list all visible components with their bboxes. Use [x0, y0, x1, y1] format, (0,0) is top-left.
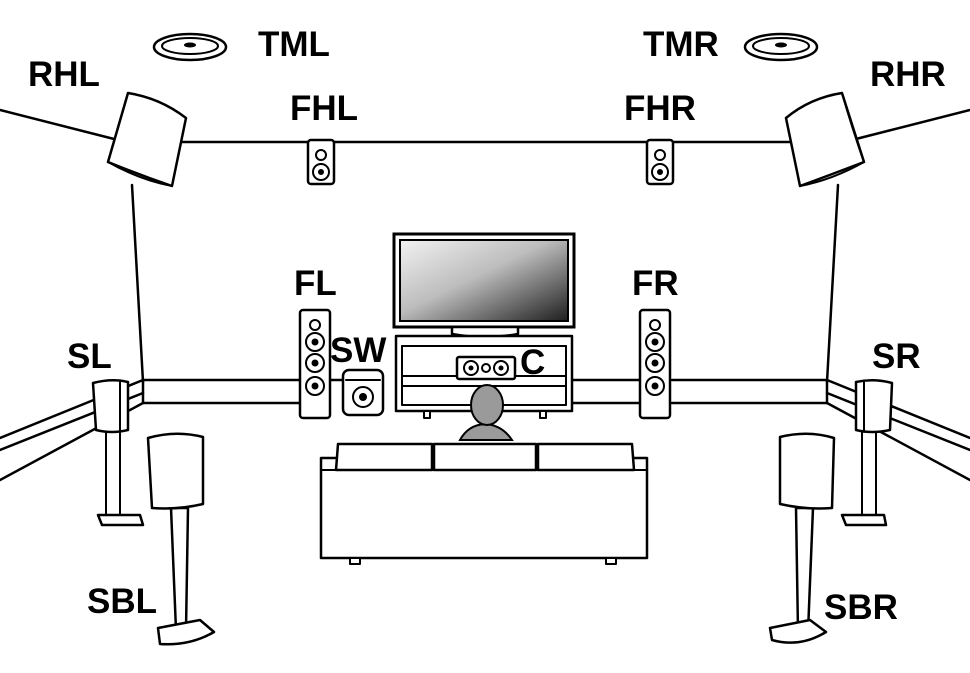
label-sw: SW	[330, 331, 386, 370]
label-sbl: SBL	[87, 582, 157, 621]
speaker-sl	[91, 379, 145, 527]
listener-person	[458, 384, 514, 441]
label-rhr: RHR	[870, 55, 946, 94]
label-fhr: FHR	[624, 89, 696, 128]
label-sbr: SBR	[824, 588, 898, 627]
label-fl: FL	[294, 264, 337, 303]
speaker-fl	[298, 308, 332, 420]
speaker-sbl	[146, 432, 216, 646]
speaker-fr	[638, 308, 672, 420]
speaker-sw	[341, 368, 385, 417]
speaker-fhr	[645, 138, 675, 186]
speaker-c	[455, 355, 517, 381]
label-c: C	[520, 343, 545, 382]
television	[392, 232, 576, 339]
speaker-tml	[152, 32, 228, 62]
speaker-rhl	[106, 91, 188, 188]
speaker-fhl	[306, 138, 336, 186]
speaker-tmr	[743, 32, 819, 62]
label-sr: SR	[872, 337, 921, 376]
label-fr: FR	[632, 264, 679, 303]
label-tml: TML	[258, 25, 330, 64]
label-fhl: FHL	[290, 89, 358, 128]
room-walls	[0, 108, 970, 482]
label-rhl: RHL	[28, 55, 100, 94]
speaker-sr	[840, 379, 894, 527]
sofa	[319, 442, 649, 565]
label-tmr: TMR	[643, 25, 719, 64]
label-sl: SL	[67, 337, 112, 376]
speaker-sbr	[768, 432, 836, 644]
speaker-rhr	[784, 91, 866, 188]
speaker-labels: TML TMR RHL RHR FHL FHR FL FR SW C SL SR…	[28, 25, 946, 627]
